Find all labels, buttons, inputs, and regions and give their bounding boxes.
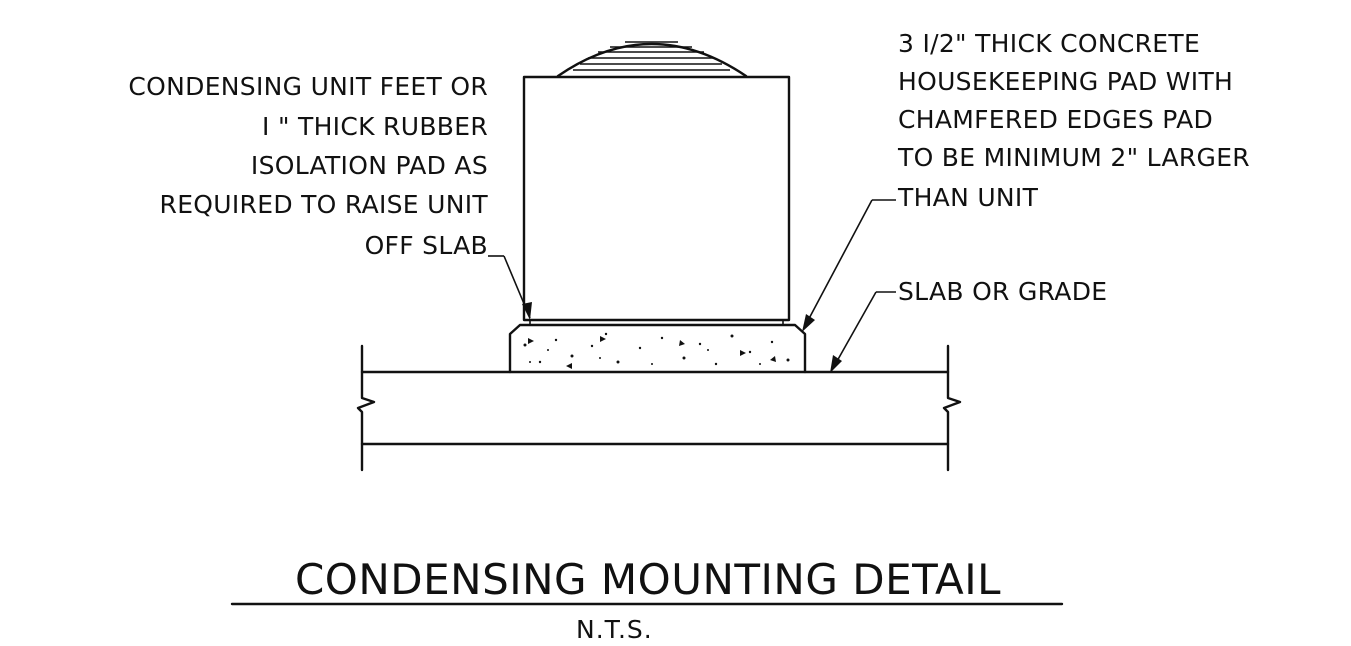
drawing-title: CONDENSING MOUNTING DETAIL [295, 555, 1001, 604]
note-left: CONDENSING UNIT FEET OR I " THICK RUBBER… [128, 72, 488, 260]
note-right-line: THAN UNIT [897, 183, 1039, 212]
note-right-line: HOUSEKEEPING PAD WITH [898, 67, 1233, 96]
note-left-line: CONDENSING UNIT FEET OR [128, 72, 488, 101]
note-left-line: I " THICK RUBBER [262, 112, 488, 141]
leader-pad [802, 199, 896, 332]
condensing-unit [522, 75, 791, 322]
concrete-stipple [523, 332, 790, 369]
note-right-line: 3 I/2" THICK CONCRETE [898, 29, 1200, 58]
note-right-top: 3 I/2" THICK CONCRETE HOUSEKEEPING PAD W… [897, 29, 1250, 212]
note-left-line: REQUIRED TO RAISE UNIT [160, 190, 489, 219]
note-right-line: TO BE MINIMUM 2" LARGER [897, 143, 1250, 172]
note-right-line: CHAMFERED EDGES PAD [898, 105, 1213, 134]
concrete-housekeeping-pad [508, 323, 807, 374]
note-left-line: OFF SLAB [365, 231, 488, 260]
leader-feet [488, 255, 532, 320]
leader-slab [830, 291, 896, 373]
scale-note: N.T.S. [576, 615, 653, 644]
slab [356, 344, 962, 472]
note-left-line: ISOLATION PAD AS [251, 151, 488, 180]
fan-dome [556, 41, 748, 78]
note-slab: SLAB OR GRADE [898, 277, 1107, 306]
